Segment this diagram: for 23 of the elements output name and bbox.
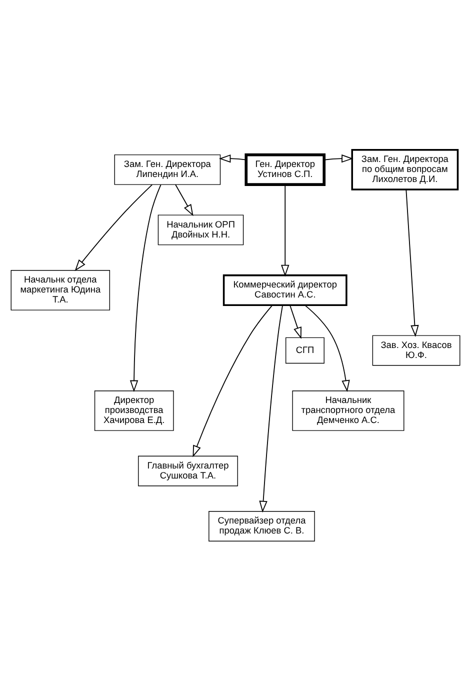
arrow [406, 188, 419, 336]
arrow [175, 184, 194, 216]
node-box: Директор производства Хачирова Е.Д. [94, 390, 174, 430]
arrow [130, 184, 162, 392]
node-box: Начальнк отдела маркетинга Юдина Т.А. [10, 270, 110, 310]
arrow [192, 304, 273, 457]
node-box: Супервайзер отдела продаж Клюев С. В. [208, 510, 315, 542]
arrow [281, 184, 290, 276]
arrow [289, 304, 302, 338]
node-box: Коммерческий директор Савостин А.С. [222, 274, 348, 306]
node-box: Зам. Ген. Директора Липендин И.А. [114, 154, 221, 184]
node-box: Начальник транспортного отдела Демченко А.С. [292, 390, 404, 430]
arrow [304, 304, 350, 392]
node-box: Ген. Директор Устинов С.П. [244, 152, 326, 186]
node-box: Начальник ОРП Двойных Н.Н. [158, 214, 244, 245]
arrow [218, 154, 247, 162]
node-box: Зав. Хоз. Квасов Ю.Ф. [372, 334, 460, 366]
arrow [324, 154, 354, 162]
node-box: Главный бухгалтер Сушкова Т.А. [138, 455, 238, 486]
arrow [74, 184, 153, 271]
node-box: СГП [285, 336, 324, 364]
arrow [259, 304, 284, 512]
node-box: Зам. Ген. Директора по общим вопросам Лихолетов Д.И. [351, 148, 459, 190]
